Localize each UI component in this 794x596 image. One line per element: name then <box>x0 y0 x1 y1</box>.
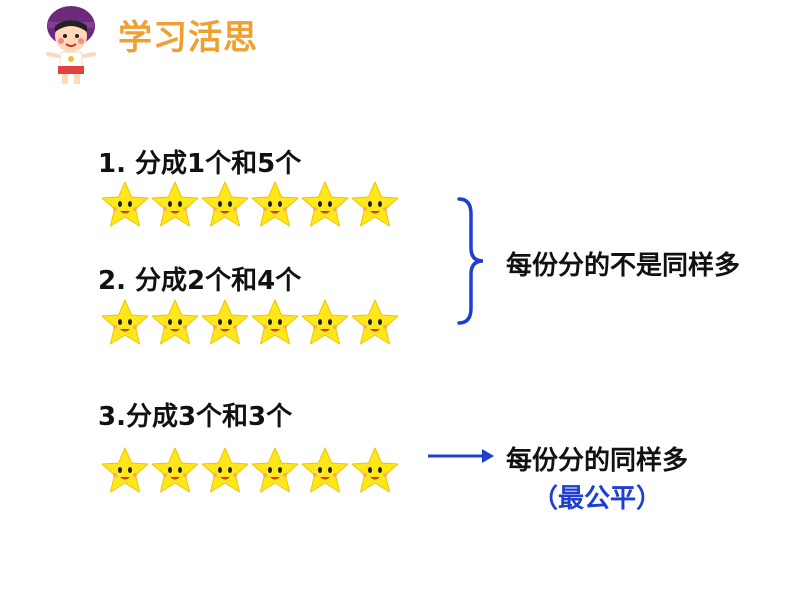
star-icon <box>250 446 300 496</box>
star-icon <box>100 180 150 230</box>
star-icon <box>350 298 400 348</box>
star-icon <box>200 298 250 348</box>
star-icon <box>350 446 400 496</box>
star-icon <box>100 298 150 348</box>
star-icon <box>300 298 350 348</box>
star-icon <box>350 180 400 230</box>
star-icon <box>300 180 350 230</box>
arrow-right-icon <box>428 449 494 463</box>
star-icon <box>250 180 300 230</box>
star-icon <box>250 298 300 348</box>
star-icon <box>150 446 200 496</box>
result-unequal: 每份分的不是同样多 <box>506 251 741 281</box>
item-3-label: 3.分成3个和3个 <box>98 402 293 432</box>
star-icon <box>300 446 350 496</box>
result-equal: 每份分的同样多 <box>506 446 689 476</box>
result-fair: （最公平） <box>532 484 663 514</box>
star-icon <box>150 180 200 230</box>
star-icon <box>100 446 150 496</box>
star-icon <box>200 180 250 230</box>
star-icon <box>150 298 200 348</box>
page-title: 学习活思 <box>118 18 258 58</box>
item-1-label: 1. 分成1个和5个 <box>98 149 302 179</box>
star-icon <box>200 446 250 496</box>
mascot-girl-icon <box>46 6 96 84</box>
star-row-2 <box>100 298 400 348</box>
item-2-label: 2. 分成2个和4个 <box>98 266 302 296</box>
brace-icon <box>457 197 484 325</box>
star-row-1 <box>100 180 400 230</box>
star-row-3 <box>100 446 400 496</box>
